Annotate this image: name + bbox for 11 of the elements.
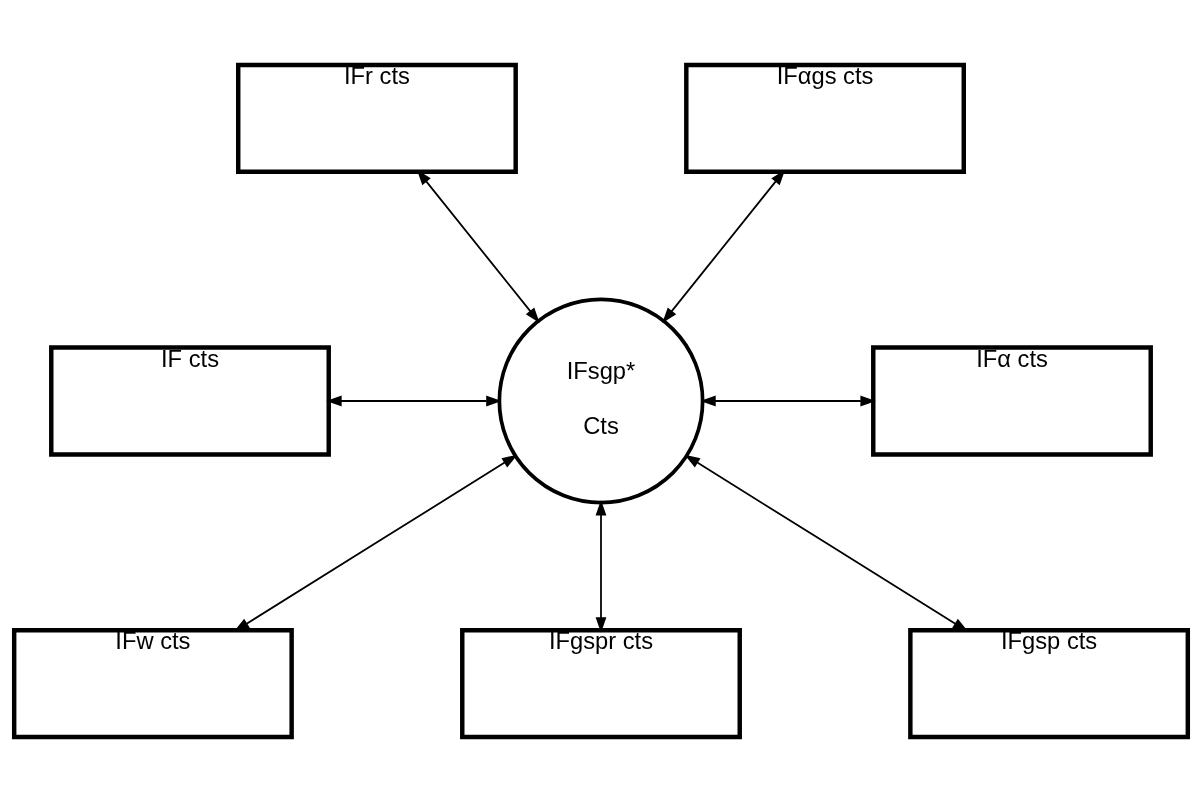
node-circle: IFsgp* Cts — [497, 297, 705, 505]
node-box: IFw cts — [11, 628, 294, 740]
node-box: IFr cts — [236, 62, 518, 174]
arrow — [326, 395, 502, 407]
arrow — [700, 395, 876, 407]
arrow — [595, 499, 607, 633]
node-box: IF cts — [49, 345, 331, 457]
node-box: IFgspr cts — [460, 628, 742, 740]
node-box: IFgsp cts — [908, 628, 1191, 740]
node-box: IFα cts — [871, 345, 1153, 457]
node-box: IFαgs cts — [684, 62, 966, 174]
